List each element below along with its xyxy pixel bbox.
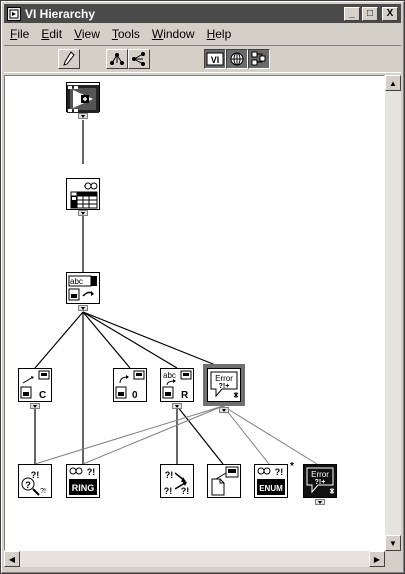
top-level-vi-icon — [67, 85, 99, 113]
error-query-icon: ?! ? ?! — [21, 470, 46, 496]
svg-text:abc: abc — [70, 277, 83, 286]
node-top-vi[interactable] — [66, 82, 100, 113]
menu-help[interactable]: Help — [206, 27, 232, 41]
app-icon — [7, 6, 21, 21]
error-arrows-icon: ?! ?! ?! — [164, 470, 190, 496]
svg-text:abc: abc — [163, 371, 176, 380]
horizontal-layout-button[interactable] — [106, 49, 128, 69]
vertical-scrollbar[interactable]: ▲ ▼ — [385, 75, 401, 551]
close-button[interactable]: X — [382, 6, 398, 21]
menu-tools[interactable]: Tools — [111, 27, 140, 41]
svg-text:C: C — [39, 390, 46, 401]
edit-tool-button[interactable] — [58, 49, 80, 69]
size-grip[interactable] — [385, 551, 401, 567]
svg-text:?!: ?! — [275, 467, 284, 477]
show-vi-icon: VI — [206, 52, 224, 66]
scroll-right-button[interactable]: ▶ — [369, 551, 385, 567]
svg-text:?!+: ?!+ — [315, 479, 326, 486]
subvi-r-icon: abc R — [162, 370, 192, 401]
edge-string-r — [82, 311, 178, 369]
menu-view[interactable]: View — [74, 27, 100, 41]
node-error-dark[interactable]: Error ?!+ — [303, 464, 337, 498]
subvi-0-icon: 0 — [115, 370, 145, 401]
scroll-left-button[interactable]: ◀ — [4, 551, 20, 567]
svg-text:R: R — [181, 390, 189, 401]
node-error-query[interactable]: ?! ? ?! — [18, 464, 52, 498]
show-globals-button[interactable] — [226, 49, 248, 69]
show-typedefs-icon — [251, 51, 266, 66]
hierarchy-canvas[interactable]: abc C — [4, 75, 385, 551]
expand-error-handler[interactable] — [219, 407, 229, 413]
show-typedefs-button[interactable] — [248, 49, 270, 69]
subvi-c-icon: C — [20, 370, 50, 401]
menu-window[interactable]: Window — [151, 27, 195, 41]
node-document-subvi[interactable] — [207, 464, 241, 498]
svg-text:?: ? — [25, 480, 31, 490]
edge-r-doc — [176, 405, 224, 465]
error-dark-icon: Error ?!+ — [306, 467, 335, 494]
menu-edit[interactable]: Edit — [41, 27, 63, 41]
title-bar[interactable]: VI Hierarchy _ □ X — [4, 4, 401, 23]
enum-marker-icon: * — [290, 461, 294, 472]
string-subvi-icon: abc — [68, 275, 97, 301]
svg-text:?!+: ?!+ — [219, 383, 230, 390]
edge-error-dark — [222, 405, 318, 465]
node-enum-subvi[interactable]: ?! ENUM — [254, 464, 288, 498]
ring-subvi-icon: ?! RING — [69, 467, 97, 495]
edge-error-q — [34, 405, 224, 465]
horizontal-layout-icon — [110, 53, 124, 65]
edge-error-enum — [222, 405, 270, 465]
edge-error-ring — [82, 405, 224, 465]
show-vi-button[interactable]: VI — [204, 49, 226, 69]
svg-text:Error: Error — [311, 470, 329, 479]
edge-string-error — [82, 311, 224, 369]
node-subvi-0[interactable]: 0 — [113, 368, 147, 402]
menu-file[interactable]: File — [10, 27, 30, 41]
node-table-vi[interactable] — [66, 178, 100, 210]
edge-string-0 — [82, 311, 131, 369]
expand-subvi-c[interactable] — [30, 403, 40, 409]
document-subvi-icon — [211, 466, 239, 496]
expand-error-dark[interactable] — [315, 499, 325, 505]
node-subvi-r[interactable]: abc R — [160, 368, 194, 402]
svg-text:?!: ?! — [87, 467, 96, 477]
expand-string-vi[interactable] — [78, 305, 88, 311]
maximize-button[interactable]: □ — [362, 6, 378, 21]
toolbar: VI — [4, 45, 401, 73]
show-globals-icon — [230, 52, 244, 66]
scroll-down-button[interactable]: ▼ — [385, 535, 401, 551]
node-subvi-c[interactable]: C — [18, 368, 52, 402]
scroll-up-button[interactable]: ▲ — [385, 75, 401, 91]
svg-text:?!: ?! — [181, 486, 190, 496]
node-string-vi[interactable]: abc — [66, 272, 100, 304]
node-error-arrows[interactable]: ?! ?! ?! — [160, 464, 194, 498]
expand-table-vi[interactable] — [78, 210, 88, 216]
horizontal-scrollbar[interactable]: ◀ ▶ — [4, 551, 385, 567]
svg-text:0: 0 — [132, 390, 138, 401]
vertical-layout-button[interactable] — [128, 49, 150, 69]
window-title: VI Hierarchy — [25, 6, 96, 21]
svg-text:?!: ?! — [164, 486, 173, 496]
edit-tool-icon — [63, 51, 75, 66]
svg-text:?!: ?! — [165, 470, 174, 480]
enum-subvi-icon: ?! ENUM — [257, 467, 285, 495]
menu-bar: File Edit View Tools Window Help — [4, 24, 401, 44]
expand-subvi-r[interactable] — [172, 403, 182, 409]
vertical-layout-icon — [132, 52, 145, 66]
table-subvi-icon — [70, 182, 98, 209]
svg-text:Error: Error — [215, 374, 233, 383]
minimize-button[interactable]: _ — [344, 6, 360, 21]
error-handler-icon: Error ?!+ — [210, 371, 239, 398]
svg-text:?!: ?! — [31, 470, 40, 480]
node-error-handler[interactable]: Error ?!+ — [203, 364, 245, 406]
node-ring-subvi[interactable]: ?! RING — [66, 464, 100, 498]
svg-text:ENUM: ENUM — [259, 484, 283, 493]
svg-text:RING: RING — [72, 483, 95, 493]
svg-text:VI: VI — [211, 55, 220, 65]
svg-text:?!: ?! — [40, 488, 46, 495]
hierarchy-edges — [34, 120, 318, 465]
edge-string-c — [34, 311, 84, 369]
expand-top-vi[interactable] — [78, 113, 88, 119]
